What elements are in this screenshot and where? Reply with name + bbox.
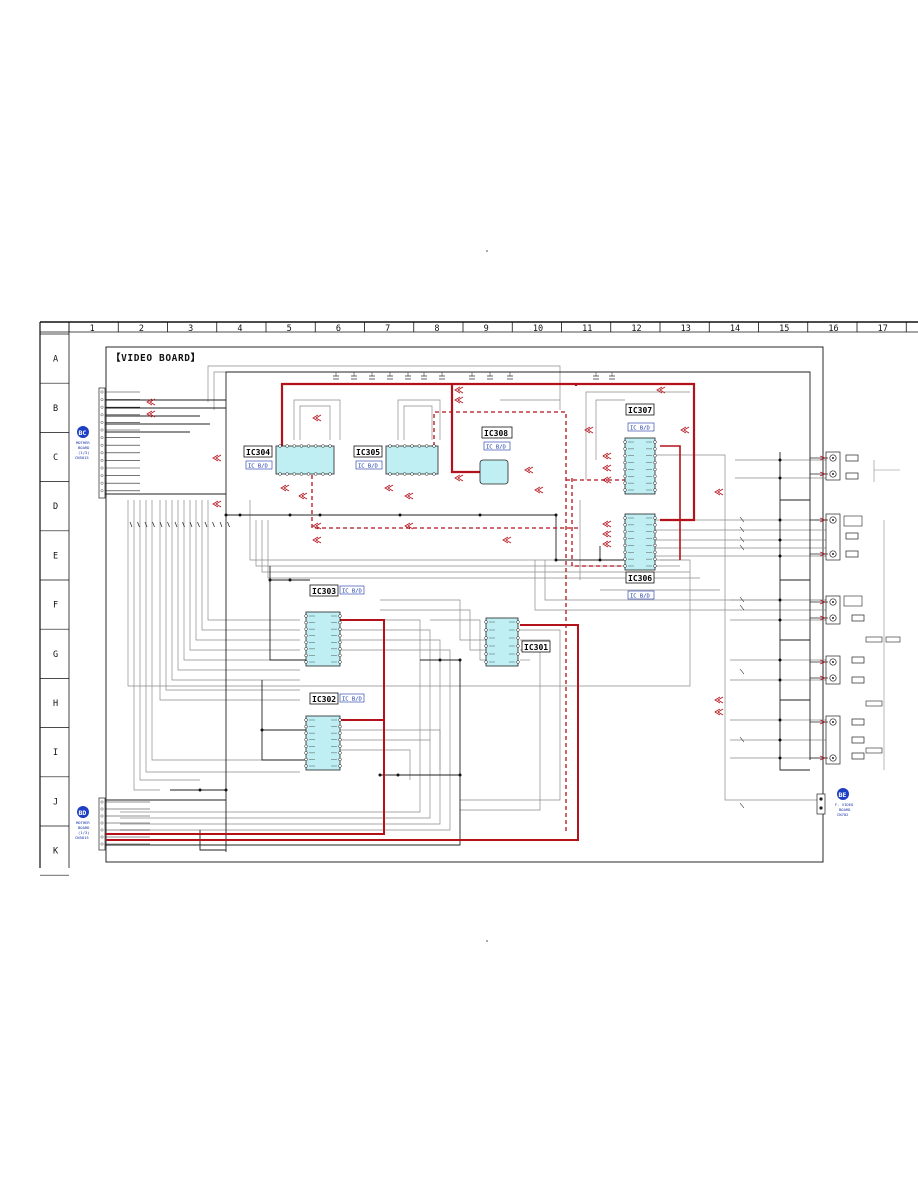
ic302: IC302 IC B/D	[304, 692, 365, 771]
ic303-tag: IC B/D	[342, 589, 362, 595]
row-label: H	[53, 699, 58, 709]
svg-text:F. VIDEO: F. VIDEO	[835, 802, 854, 807]
ic306-tag: IC B/D	[630, 594, 650, 600]
ic307: IC307 IC B/D	[623, 403, 657, 495]
red-traces	[100, 382, 696, 841]
badge-bc: BC MOTHER BOARD (1/3) CN5015	[75, 426, 90, 460]
col-label: 8	[434, 324, 439, 334]
badge-bd: BD MOTHER BOARD (1/3) CN5015	[75, 806, 90, 840]
col-label: 17	[878, 324, 888, 334]
ic304-ref: IC304	[246, 448, 270, 457]
col-label: 6	[336, 324, 341, 334]
ic308-tag: IC B/D	[486, 445, 506, 451]
ic303-ref: IC303	[312, 587, 336, 596]
connector-cn-top	[98, 387, 140, 499]
row-label: A	[53, 355, 58, 365]
col-label: 5	[287, 324, 292, 334]
ic304: IC304 IC B/D	[243, 444, 335, 476]
black-traces	[100, 371, 811, 852]
ic307-tag: IC B/D	[630, 426, 650, 432]
row-label: I	[53, 748, 58, 758]
col-label: 2	[139, 324, 144, 334]
row-label: C	[53, 453, 58, 463]
svg-text:MOTHER: MOTHER	[76, 820, 90, 825]
grey-traces	[120, 365, 830, 831]
row-label: D	[53, 502, 58, 512]
passive-components	[129, 372, 782, 809]
svg-text:CN702: CN702	[837, 812, 848, 817]
ic301-ref: IC301	[524, 643, 548, 652]
row-label: F	[53, 601, 58, 611]
output-jacks	[810, 451, 901, 770]
signal-arrows	[146, 386, 724, 716]
ic307-ref: IC307	[628, 406, 652, 415]
connector-cn-bottom	[98, 797, 150, 851]
row-label: J	[53, 797, 58, 807]
ic305: IC305 IC B/D	[353, 444, 439, 476]
ic302-tag: IC B/D	[342, 697, 362, 703]
col-label: 12	[631, 324, 641, 334]
ic306: IC306 IC B/D	[623, 513, 657, 600]
row-label: G	[53, 650, 58, 660]
svg-text:CN5015: CN5015	[75, 835, 89, 840]
page-dot-bottom	[486, 940, 488, 942]
row-label: K	[53, 847, 59, 857]
col-label: 14	[730, 324, 740, 334]
ic308-ref: IC308	[484, 429, 508, 438]
ic308: IC308 IC B/D	[479, 426, 513, 485]
col-label: 16	[828, 324, 838, 334]
ic306-ref: IC306	[628, 574, 652, 583]
svg-text:MOTHER: MOTHER	[76, 440, 90, 445]
ic305-ref: IC305	[356, 448, 380, 457]
ic301: IC301	[484, 617, 551, 667]
svg-text:BOARD: BOARD	[78, 825, 90, 830]
col-label: 7	[385, 324, 390, 334]
col-label: 10	[533, 324, 543, 334]
badge-be: BE F. VIDEO BOARD CN702	[835, 788, 854, 817]
svg-text:BD: BD	[79, 809, 87, 817]
col-label: 1	[90, 324, 95, 334]
svg-text:BE: BE	[839, 791, 847, 799]
svg-text:(1/3): (1/3)	[78, 450, 89, 455]
col-label: 15	[779, 324, 789, 334]
ic304-tag: IC B/D	[248, 464, 268, 470]
board-outline	[105, 346, 824, 863]
col-label: 13	[681, 324, 691, 334]
ic305-tag: IC B/D	[358, 464, 378, 470]
row-label: B	[53, 404, 58, 414]
col-label: 11	[582, 324, 592, 334]
col-label: 9	[484, 324, 489, 334]
svg-text:(1/3): (1/3)	[78, 830, 89, 835]
svg-text:CN5015: CN5015	[75, 455, 89, 460]
cn702-header	[816, 793, 826, 815]
row-label: E	[53, 551, 58, 561]
board-title: 【VIDEO BOARD】	[111, 352, 201, 364]
svg-text:BOARD: BOARD	[78, 445, 90, 450]
ic302-ref: IC302	[312, 695, 336, 704]
col-label: 3	[188, 324, 193, 334]
col-label: 4	[237, 324, 242, 334]
page-dot-top	[486, 250, 488, 252]
svg-text:BOARD: BOARD	[839, 807, 851, 812]
ic303: IC303 IC B/D	[304, 584, 365, 667]
svg-text:BC: BC	[79, 429, 87, 437]
